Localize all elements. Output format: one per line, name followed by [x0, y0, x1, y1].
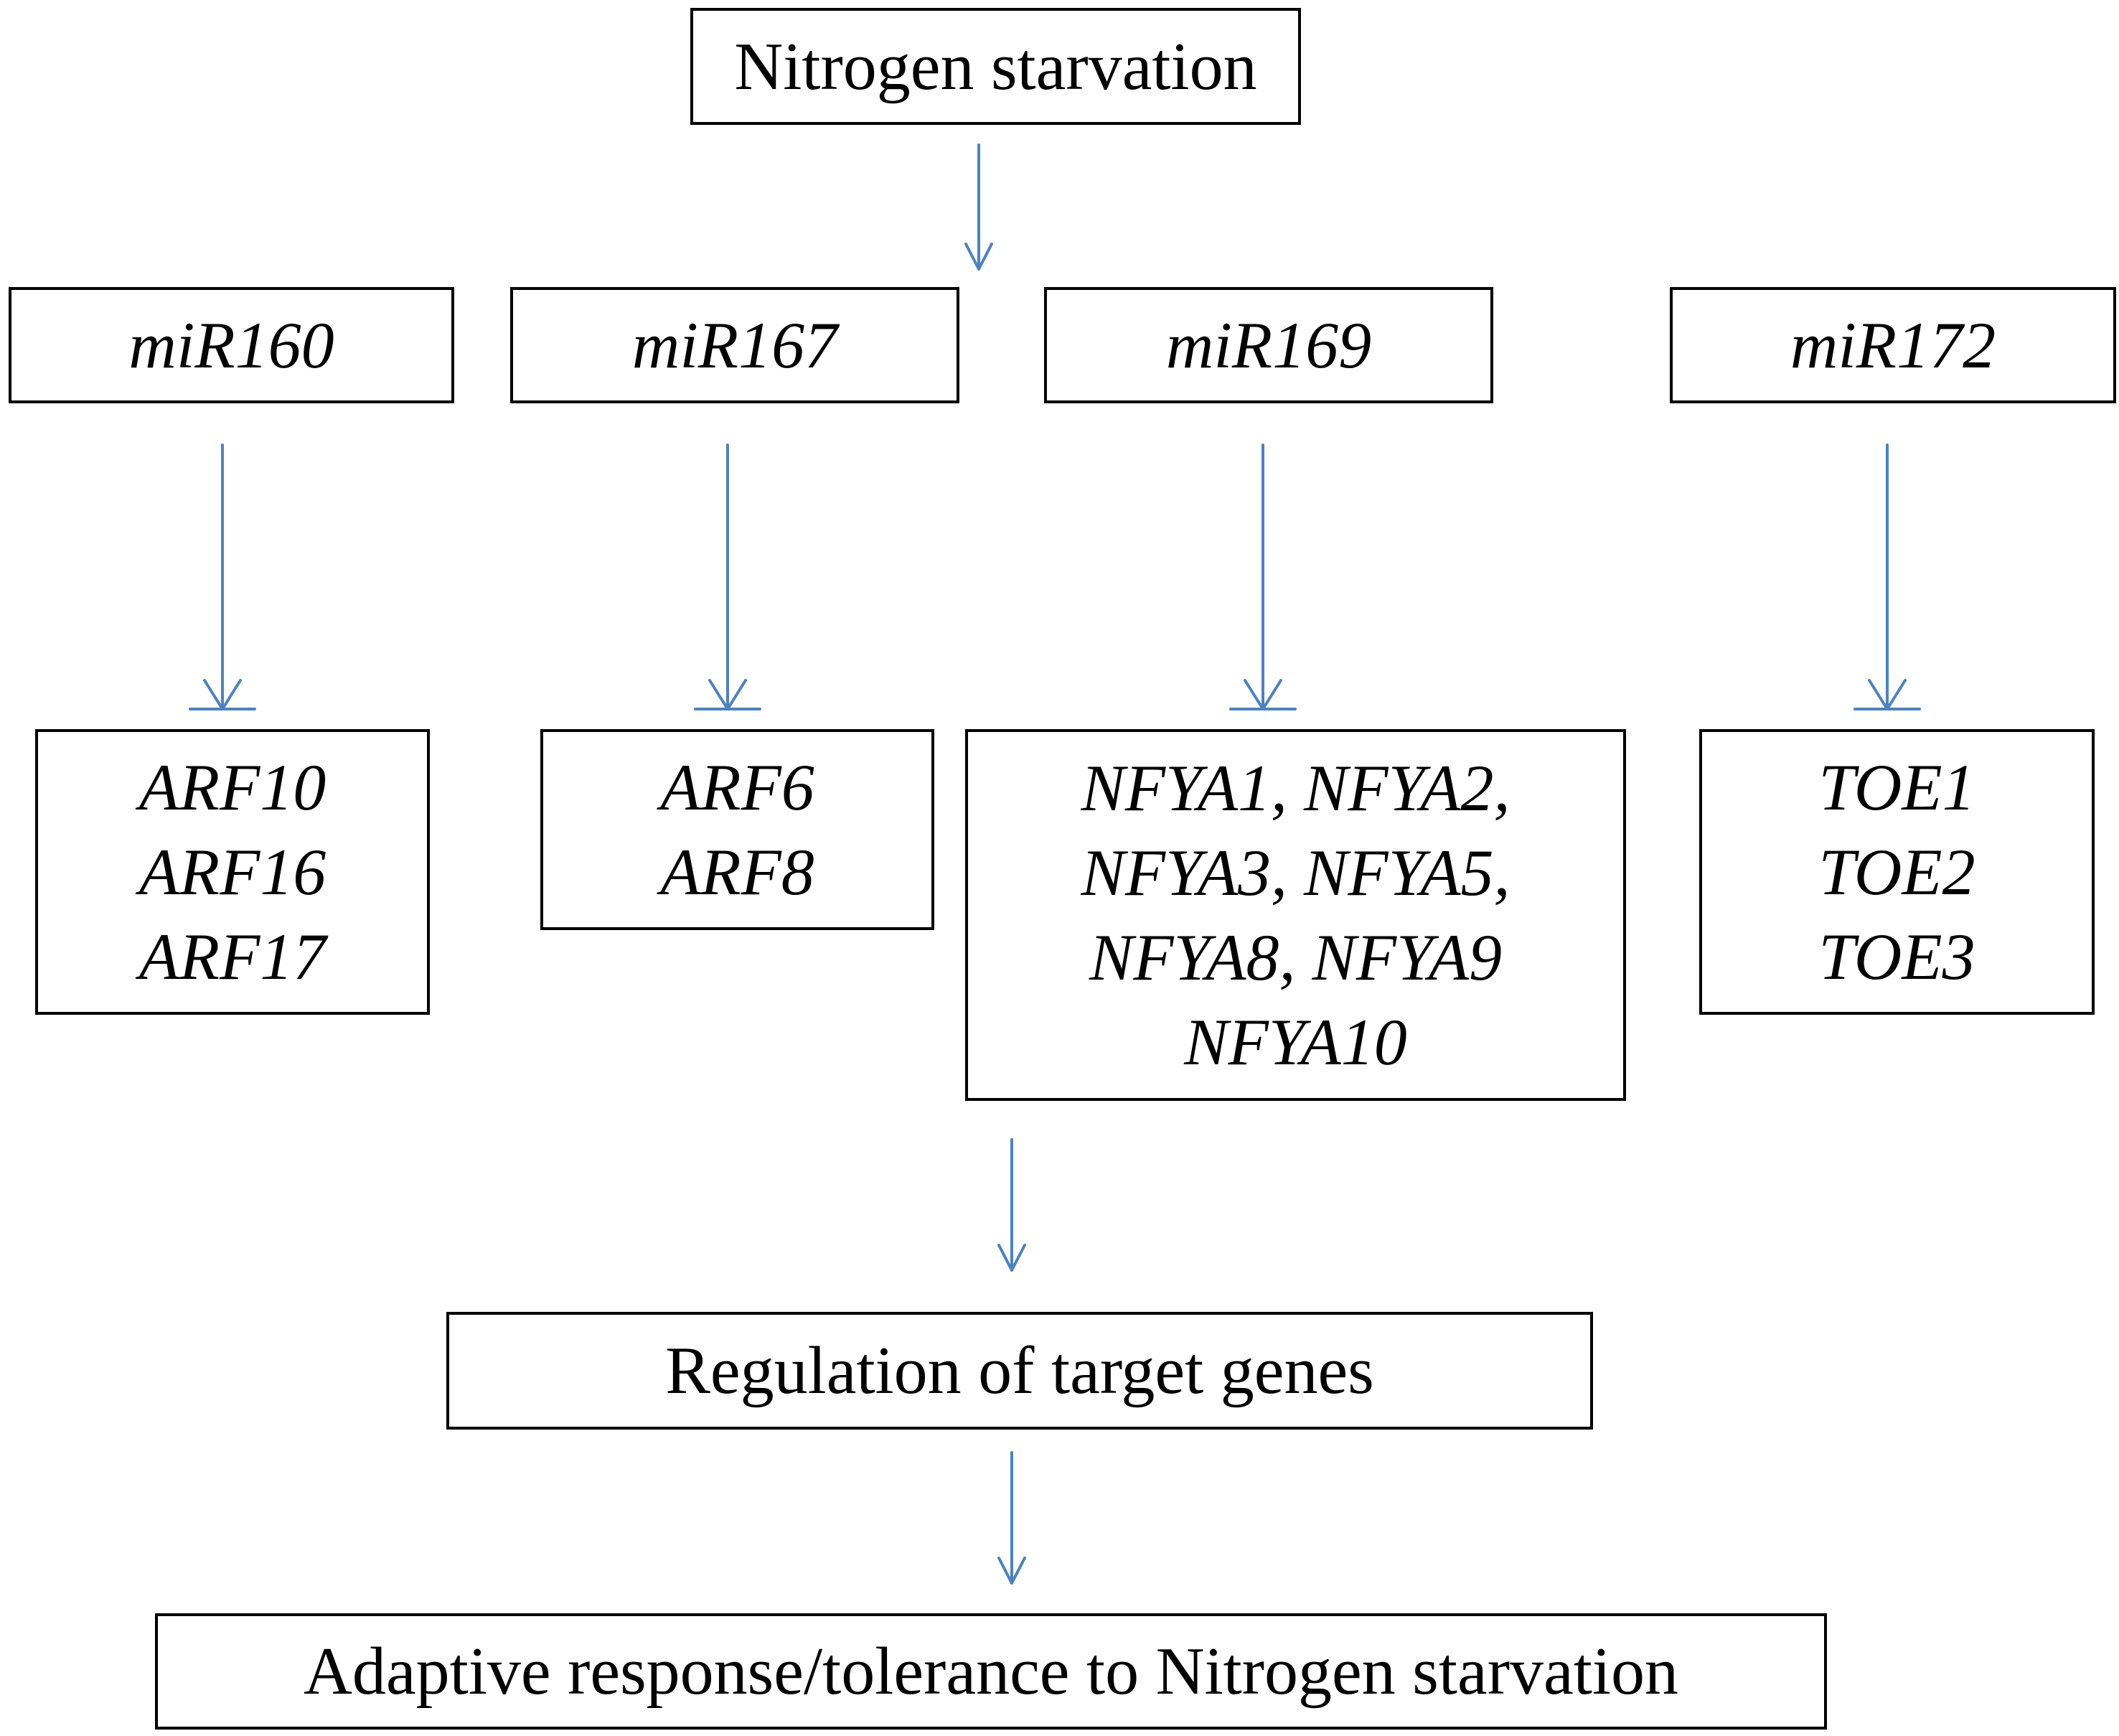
target-box-nfya: NFYA1, NFYA2, NFYA3, NFYA5, NFYA8, NFYA9…	[965, 729, 1626, 1101]
inhibition-mir167-to-arf	[694, 444, 761, 710]
target-gene: ARF17	[138, 920, 326, 993]
regulation-node-box: Regulation of target genes	[446, 1312, 1593, 1430]
outcome-node-box: Adaptive response/tolerance to Nitrogen …	[155, 1613, 1827, 1730]
mirna-box-mir169: miR169	[1044, 287, 1493, 403]
target-gene: NFYA3, NFYA5,	[1081, 836, 1510, 909]
root-node-label: Nitrogen starvation	[734, 29, 1257, 104]
inhibition-mir169-to-nfya	[1229, 444, 1297, 710]
target-gene: ARF8	[660, 835, 814, 909]
mirna-label: miR167	[631, 309, 838, 382]
target-box-toe: TOE1 TOE2 TOE3	[1699, 729, 2095, 1015]
arrow-root-to-mirnas	[964, 144, 993, 271]
inhibition-mir160-to-arf	[189, 444, 256, 710]
mirna-box-mir167: miR167	[510, 287, 959, 403]
target-gene: ARF10	[138, 751, 326, 824]
target-gene: NFYA1, NFYA2,	[1081, 751, 1510, 825]
mirna-box-mir160: miR160	[9, 287, 454, 403]
target-gene: ARF16	[138, 835, 326, 909]
target-gene: TOE2	[1818, 835, 1975, 909]
target-gene: NFYA10	[1184, 1005, 1407, 1079]
mirna-box-mir172: miR172	[1670, 287, 2116, 403]
mirna-label: miR172	[1790, 309, 1996, 382]
target-box-arf-mir167: ARF6 ARF8	[540, 729, 934, 930]
arrow-regulation-to-outcome	[997, 1451, 1026, 1585]
arrow-targets-to-regulation	[997, 1138, 1026, 1272]
outcome-node-label: Adaptive response/tolerance to Nitrogen …	[304, 1634, 1678, 1709]
inhibition-mir172-to-toe	[1853, 444, 1921, 710]
target-gene: TOE1	[1818, 751, 1975, 824]
regulation-node-label: Regulation of target genes	[665, 1333, 1374, 1408]
mirna-label: miR169	[1165, 309, 1372, 382]
mirna-label: miR160	[128, 309, 334, 382]
target-gene: ARF6	[660, 751, 814, 824]
root-node-box: Nitrogen starvation	[690, 8, 1301, 125]
target-gene: TOE3	[1818, 920, 1975, 993]
target-gene: NFYA8, NFYA9	[1089, 921, 1502, 994]
target-box-arf-mir160: ARF10 ARF16 ARF17	[35, 729, 430, 1015]
